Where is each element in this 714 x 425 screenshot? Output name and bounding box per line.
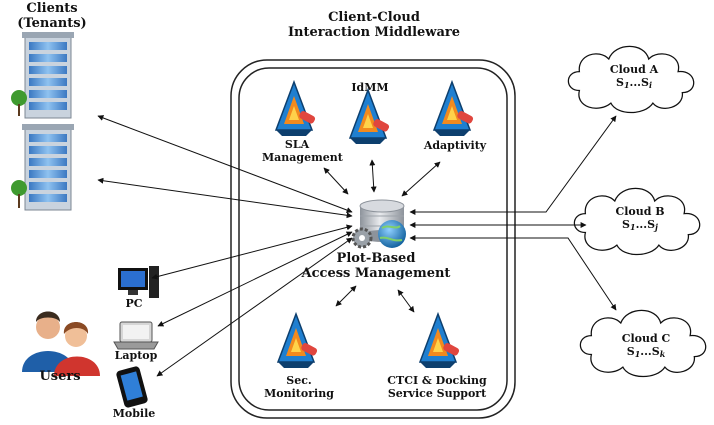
adaptivity-label: Adaptivity [423,139,487,152]
clients-title-line2: (Tenants) [17,15,87,31]
cloud-c-label: Cloud C S1...Sk [608,332,684,359]
secmon-label: Sec. Monitoring [262,374,336,400]
sla-module-icon [275,81,317,137]
cloud-c-services: S1...Sk [626,344,666,359]
connection-arrows [97,115,617,377]
globe-icon [378,220,406,248]
access-management-line1: Plot-Based [336,251,416,266]
ctci-label-line1: CTCI & Docking [387,374,487,387]
sla-label-line1: SLA [284,138,310,151]
arrow-center-cloud-c [409,235,617,311]
cloud-b-label: Cloud B S1...Sj [602,205,678,232]
users-icon [22,311,100,376]
clients-title-line1: Clients [26,1,78,16]
gear-icon [351,227,373,249]
arrow-building2-center [97,177,353,219]
ctci-module-icon [419,313,461,369]
arrow-center-ctci [397,289,415,313]
tenant-building-icon [11,123,75,211]
users-label: Users [39,369,81,384]
middleware-title-line1: Client-Cloud [328,10,420,25]
adaptivity-module-icon [433,81,475,137]
cloud-a-services: S1...Si [615,75,653,90]
cloud-b-services: S1...Sj [622,217,658,232]
secmon-label-line2: Monitoring [264,386,334,400]
arrow-center-cloud-a [409,115,617,215]
laptop-label: Laptop [114,349,158,362]
middleware-title: Client-Cloud Interaction Middleware [276,10,472,41]
tenant-building-icon [11,31,75,119]
idmm-module-icon [349,89,391,145]
arrow-idmm-center [369,159,377,193]
cloud-a-name: Cloud A [609,63,659,76]
mobile-label: Mobile [112,407,156,420]
middleware-title-line2: Interaction Middleware [287,24,461,40]
pc-label: PC [125,297,143,310]
clients-title: Clients (Tenants) [10,1,94,32]
arrow-adaptivity-center [401,161,441,197]
arrow-center-secmon [335,285,357,307]
arrow-sla-center [323,167,349,195]
idmm-label: IdMM [351,81,389,94]
access-management-label: Plot-Based Access Management [300,251,452,282]
mobile-icon [116,366,148,408]
sla-label: SLA Management [262,138,343,164]
pc-icon [118,266,159,298]
ctci-label: CTCI & Docking Service Support [378,374,496,400]
cloud-b-name: Cloud B [615,205,665,218]
cloud-a-label: Cloud A S1...Si [596,63,672,90]
ctci-label-line2: Service Support [387,386,487,400]
laptop-icon [113,321,159,350]
access-management-line2: Access Management [301,265,451,281]
secmon-label-line1: Sec. [286,374,312,387]
arrow-mobile-center [156,237,353,377]
cloud-c-name: Cloud C [621,332,671,345]
secmon-module-icon [277,313,319,369]
sla-label-line2: Management [262,150,343,164]
